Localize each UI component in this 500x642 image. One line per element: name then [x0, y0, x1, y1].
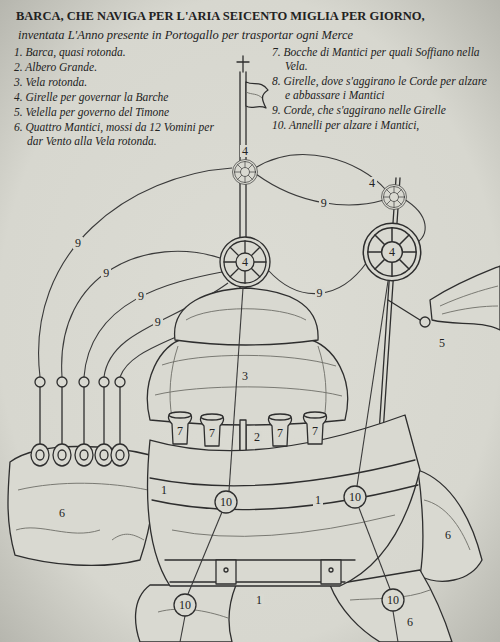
ropes: [180, 281, 398, 642]
callout-number: 6: [443, 529, 453, 541]
key-entry: 2. Albero Grande.: [14, 60, 226, 74]
round-sail: [147, 288, 347, 425]
key-entry: 4. Girelle per governar la Barche: [14, 90, 226, 104]
bellows: [8, 377, 153, 565]
subtitle: inventata L'Anno presente in Portogallo …: [18, 29, 353, 43]
callout-number: 4: [367, 177, 377, 189]
callout-number: 7: [175, 425, 185, 437]
pulley: [220, 160, 421, 288]
callout-number: 9: [73, 237, 83, 249]
callout-number: 10: [385, 594, 401, 606]
key-entry: 3. Vela rotonda.: [14, 75, 226, 89]
callout-number: 9: [153, 316, 163, 328]
callout-number: 10: [347, 491, 363, 503]
callout-number: 7: [207, 427, 217, 439]
callout-number: 9: [319, 197, 329, 209]
ring: [174, 486, 404, 616]
title: BARCA, CHE NAVIGA PER L'ARIA SEICENTO MI…: [16, 10, 425, 24]
callout-number: 3: [240, 370, 250, 382]
rope: [255, 155, 386, 190]
key-entry: 1. Barca, quasi rotonda.: [14, 45, 226, 59]
main-mast: [240, 420, 246, 452]
callout-number: 4: [240, 256, 250, 268]
callout-number: 2: [252, 431, 262, 443]
callout-number: 1: [313, 494, 323, 506]
callout-number: 4: [240, 145, 250, 157]
key-entry: 9. Corde, che s'aggirano nelle Girelle: [272, 103, 487, 117]
callout-number: 9: [101, 267, 111, 279]
callout-number: 10: [177, 599, 193, 611]
callout-number: 5: [437, 337, 447, 349]
callout-number: 9: [136, 290, 146, 302]
key-entry: 8. Girelle, dove s'aggirano le Corde per…: [272, 74, 487, 102]
callout-number: 6: [405, 616, 415, 628]
callout-number: 1: [159, 484, 169, 496]
key-entry: 10. Annelli per alzare i Mantici,: [272, 118, 487, 132]
callout-number: 10: [218, 496, 234, 508]
key-entry: 5. Velella per governo del Timone: [14, 105, 226, 119]
callout-number: 6: [57, 507, 67, 519]
bellows-mouth: [168, 412, 326, 446]
ropes: [39, 155, 426, 377]
key-entry: 6. Quattro Mantici, mossi da 12 Vomini p…: [14, 120, 226, 148]
callout-number: 4: [387, 246, 397, 258]
key-entry: 7. Bocche di Mantici per quali Soffiano …: [272, 45, 487, 73]
callout-number: 1: [254, 594, 264, 606]
callout-number: 7: [275, 427, 285, 439]
callout-number: 9: [315, 287, 325, 299]
callout-number: 7: [310, 425, 320, 437]
